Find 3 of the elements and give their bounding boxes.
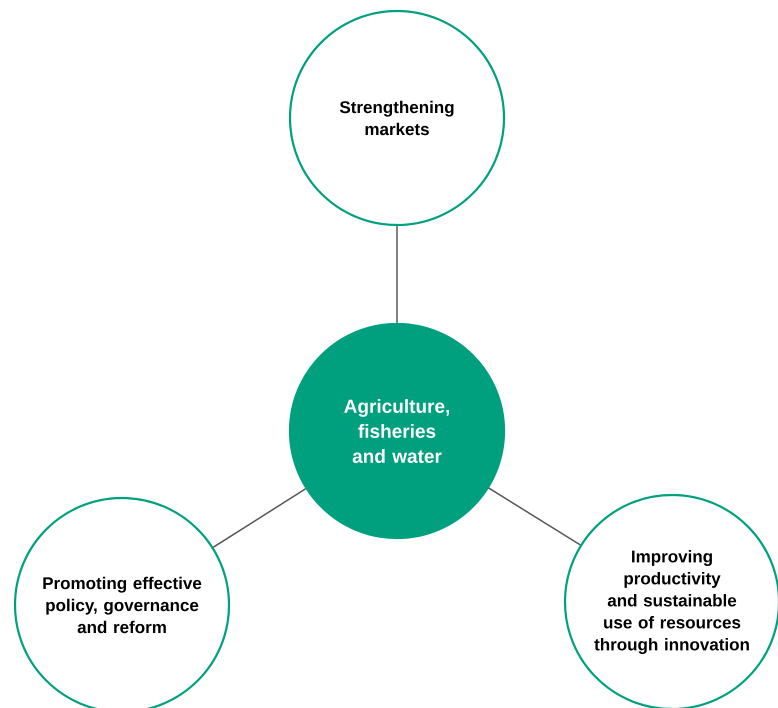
connector-line — [396, 226, 398, 323]
connector-line — [488, 487, 581, 546]
connector-line — [212, 488, 306, 548]
